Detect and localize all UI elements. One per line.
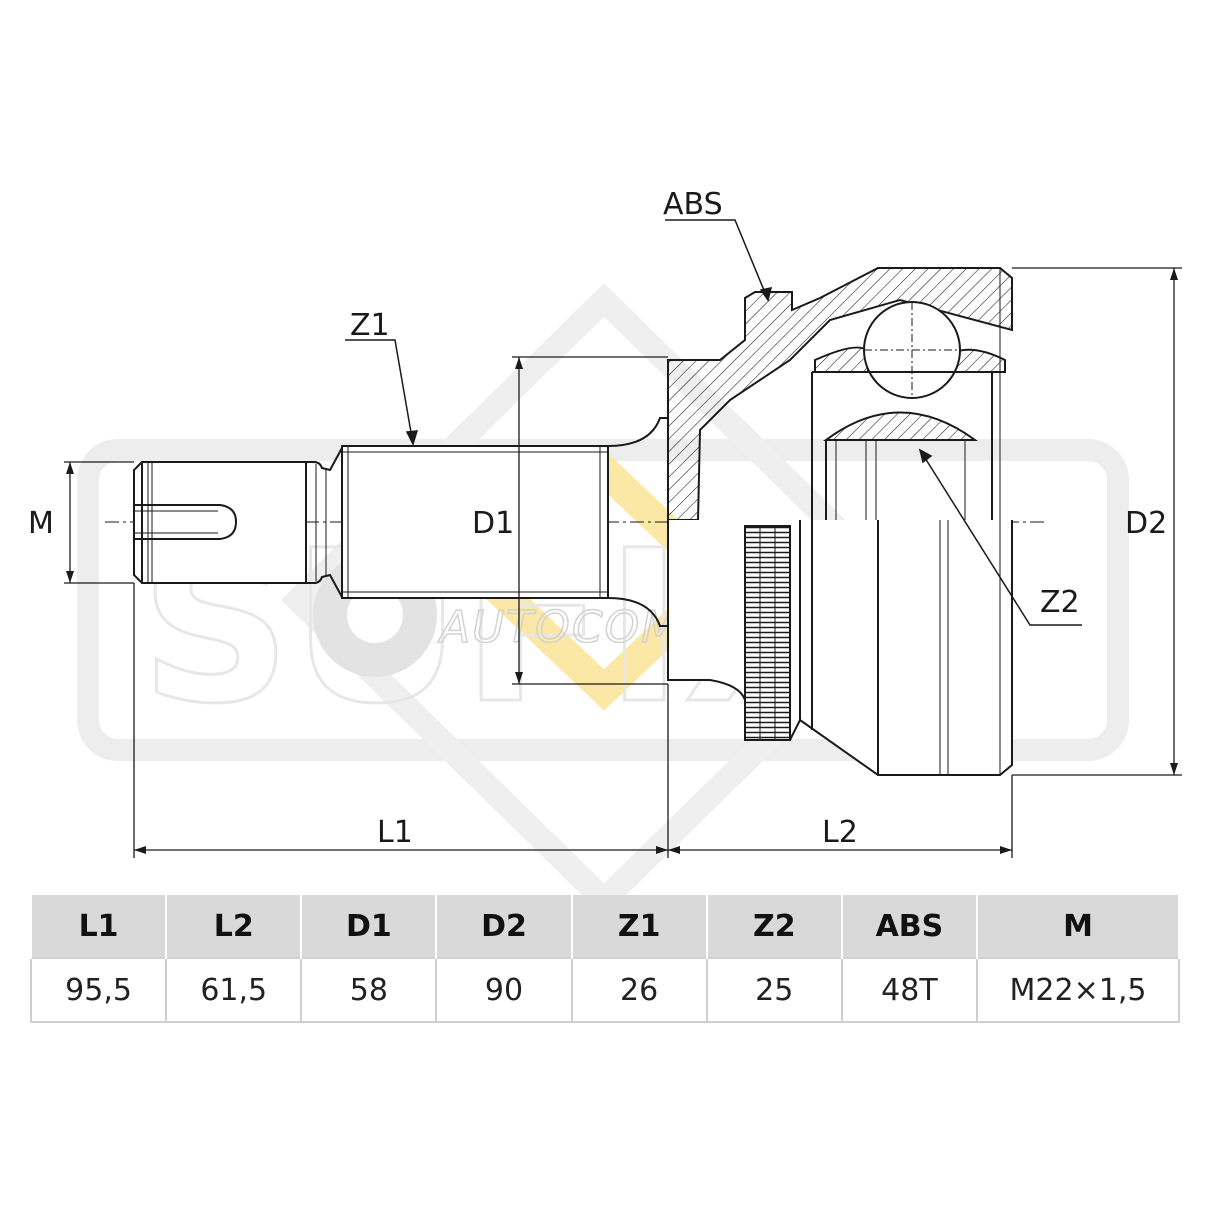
header-d2: D2 (435, 895, 573, 958)
value-m: M22×1,5 (976, 957, 1180, 1023)
abs-label: ABS (663, 187, 723, 222)
spec-header-row: L1 L2 D1 D2 Z1 Z2 ABS M (29, 895, 1180, 958)
l1-label: L1 (377, 815, 413, 850)
shaft-to-bell-fillet (607, 417, 668, 627)
cotter-slot (134, 504, 238, 540)
abs-leader (665, 219, 769, 301)
m-label: M (28, 506, 54, 541)
bell-housing (667, 267, 1013, 776)
value-d2: 90 (435, 957, 573, 1023)
header-abs: ABS (840, 895, 979, 958)
bell-section-hatched (667, 267, 1013, 521)
header-z1: Z1 (570, 895, 708, 958)
threaded-tip (133, 461, 307, 584)
value-z2: 25 (705, 957, 843, 1023)
z2-leader (919, 449, 1082, 626)
value-l2: 61,5 (165, 957, 303, 1023)
header-l2: L2 (165, 895, 303, 958)
spec-table: L1 L2 D1 D2 Z1 Z2 ABS M 95,5 61,5 58 90 … (29, 895, 1180, 1023)
z2-label: Z2 (1040, 585, 1080, 620)
value-d1: 58 (300, 957, 438, 1023)
d1-label: D1 (472, 506, 514, 541)
stub-shaft (133, 417, 668, 627)
leaders (345, 219, 1082, 626)
z1-label: Z1 (350, 308, 390, 343)
header-z2: Z2 (705, 895, 843, 958)
spec-value-row: 95,5 61,5 58 90 26 25 48T M22×1,5 (29, 957, 1180, 1023)
value-l1: 95,5 (29, 957, 168, 1023)
dimension-arrows (66, 268, 1178, 854)
header-l1: L1 (29, 895, 168, 958)
d2-label: D2 (1125, 506, 1167, 541)
dimensions (64, 267, 1182, 858)
inner-race-hatched (822, 411, 979, 441)
header-m: M (976, 895, 1180, 958)
value-z1: 26 (570, 957, 708, 1023)
abs-tone-ring (744, 525, 791, 741)
l2-label: L2 (822, 815, 858, 850)
z1-leader (345, 339, 414, 445)
header-d1: D1 (300, 895, 438, 958)
value-abs: 48T (840, 957, 979, 1023)
